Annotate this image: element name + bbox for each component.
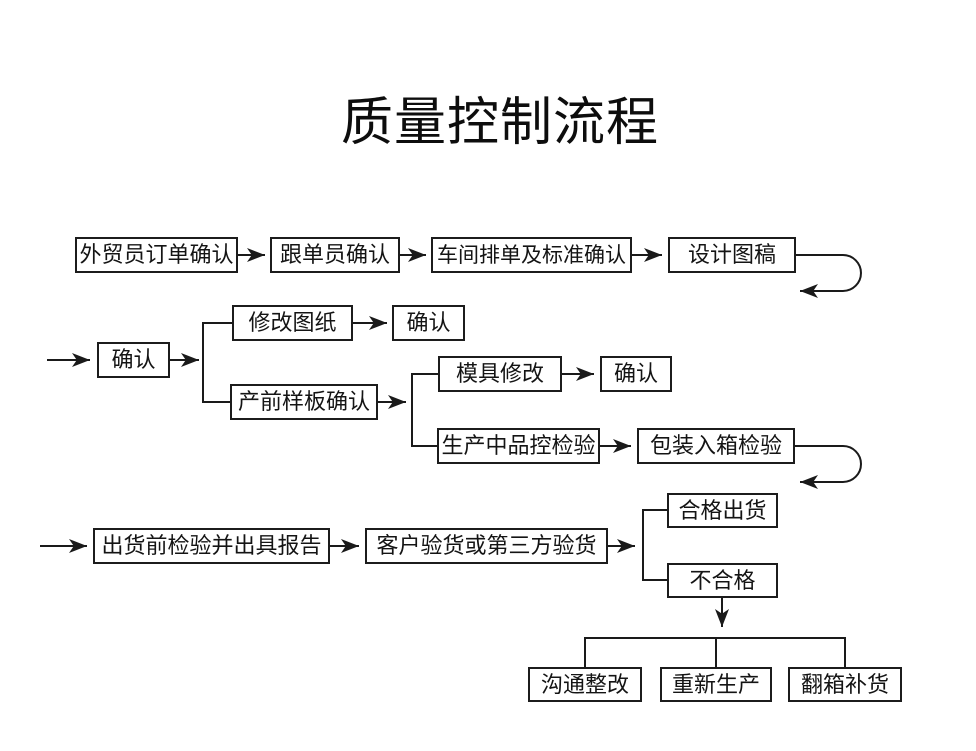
node-confirm-1: 确认 bbox=[97, 342, 170, 378]
node-customer-or-third-party-inspection: 客户验货或第三方验货 bbox=[365, 528, 608, 564]
node-design-draft: 设计图稿 bbox=[668, 237, 796, 273]
node-merchandiser-confirm: 跟单员确认 bbox=[270, 237, 400, 273]
tree-unqualified-actions bbox=[584, 637, 846, 667]
node-mold-modification: 模具修改 bbox=[438, 356, 562, 392]
branch-confirm1-split bbox=[202, 322, 232, 403]
node-workshop-schedule-confirm: 车间排单及标准确认 bbox=[431, 237, 632, 273]
node-communicate-rectify: 沟通整改 bbox=[528, 667, 642, 702]
node-repack-replenish: 翻箱补货 bbox=[788, 667, 902, 702]
node-in-production-qc-inspection: 生产中品控检验 bbox=[437, 428, 600, 464]
edge-packing-wrap-arrow bbox=[795, 445, 862, 489]
node-qualified-ship: 合格出货 bbox=[667, 493, 778, 528]
node-unqualified: 不合格 bbox=[667, 563, 778, 598]
branch-inspection-result-split bbox=[642, 509, 667, 581]
node-pre-shipment-inspection-report: 出货前检验并出具报告 bbox=[93, 528, 330, 564]
node-trade-order-confirm: 外贸员订单确认 bbox=[75, 237, 238, 273]
node-confirm-3: 确认 bbox=[600, 356, 672, 392]
edge-design-wrap-arrow bbox=[796, 254, 862, 298]
node-re-production: 重新生产 bbox=[660, 667, 772, 702]
branch-sample-split bbox=[411, 373, 438, 447]
node-packing-inspection: 包装入箱检验 bbox=[637, 428, 795, 464]
node-pre-production-sample-confirm: 产前样板确认 bbox=[230, 384, 378, 420]
node-confirm-2: 确认 bbox=[392, 305, 465, 341]
node-revise-drawing: 修改图纸 bbox=[232, 305, 353, 341]
page-title: 质量控制流程 bbox=[340, 94, 660, 152]
